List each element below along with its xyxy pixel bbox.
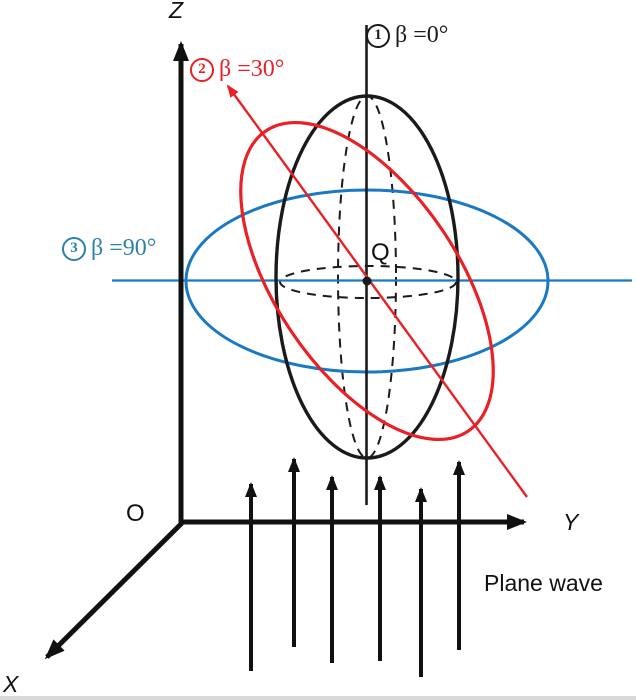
x-axis-label: X	[3, 671, 19, 697]
plane-wave-label: Plane wave	[484, 570, 603, 596]
label-beta-30: 2 β =30°	[190, 56, 285, 82]
label-beta-90: 3 β =90°	[62, 235, 157, 261]
label-beta-0: 1 β =0°	[366, 22, 449, 48]
circled-number-1: 1	[366, 23, 390, 48]
center-point-dot	[362, 276, 372, 286]
axis-line-beta-30	[226, 84, 528, 498]
beta-30-text: β =30°	[219, 56, 285, 82]
circled-number-2: 2	[190, 57, 214, 82]
origin-label: O	[126, 500, 145, 527]
dashed-equator-ellipse	[279, 265, 457, 299]
z-axis-label: Z	[169, 0, 184, 23]
beta-90-text: β =90°	[91, 235, 157, 261]
ellipse-beta-30	[239, 120, 495, 442]
x-axis-line	[44, 521, 184, 660]
beta-0-text: β =0°	[395, 22, 449, 48]
y-axis-label: Y	[563, 509, 579, 535]
center-point-label: Q	[371, 239, 390, 266]
circled-number-3: 3	[62, 236, 86, 261]
bottom-rule	[0, 696, 636, 700]
